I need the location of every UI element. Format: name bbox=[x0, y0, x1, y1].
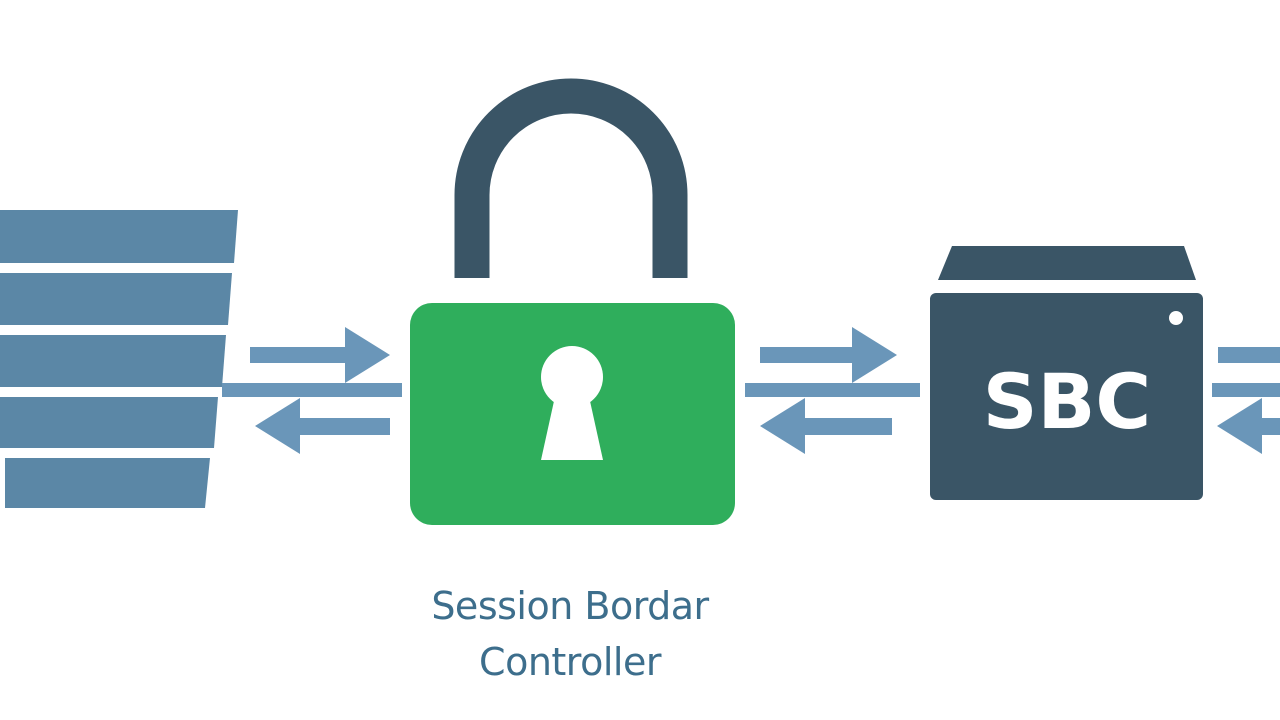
device-body bbox=[930, 293, 1203, 500]
device-top-panel bbox=[938, 246, 1196, 280]
keyhole-icon bbox=[541, 346, 603, 460]
server-layer-4 bbox=[0, 397, 218, 448]
server-layer-3 bbox=[0, 335, 226, 387]
lock-shackle bbox=[454, 78, 688, 278]
padlock-icon bbox=[410, 78, 735, 525]
arrows-server-lock bbox=[222, 327, 402, 454]
arrow-left-icon bbox=[760, 398, 892, 454]
caption-line-1: Session Bordar bbox=[431, 584, 709, 628]
arrow-right-icon bbox=[250, 327, 390, 383]
arrow-left-icon bbox=[255, 398, 390, 454]
server-stack-icon bbox=[0, 210, 238, 508]
server-layer-1 bbox=[0, 210, 238, 263]
connection-line bbox=[745, 383, 920, 397]
sbc-device-icon: SBC bbox=[930, 246, 1203, 500]
caption-line-2: Controller bbox=[479, 640, 661, 684]
diagram-caption: Session Bordar Controller bbox=[330, 578, 810, 690]
arrow-left-icon bbox=[1217, 398, 1280, 454]
device-label: SBC bbox=[983, 357, 1151, 446]
arrows-sbc-edge bbox=[1212, 347, 1280, 454]
arrow-right-icon bbox=[1218, 347, 1280, 363]
device-indicator-light bbox=[1169, 311, 1183, 325]
arrows-lock-sbc bbox=[745, 327, 920, 454]
connection-line bbox=[222, 383, 402, 397]
connection-line bbox=[1212, 383, 1280, 397]
server-layer-2 bbox=[0, 273, 232, 325]
arrow-right-icon bbox=[760, 327, 897, 383]
server-layer-5 bbox=[5, 458, 210, 508]
